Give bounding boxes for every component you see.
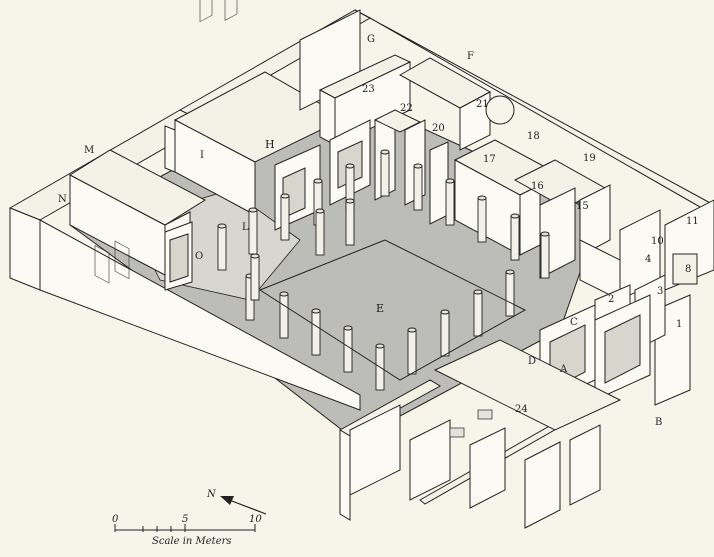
label-room-22: 22 xyxy=(400,103,413,114)
label-room-n: N xyxy=(58,194,67,205)
label-room-8: 8 xyxy=(685,264,691,275)
scale-tick-10: 10 xyxy=(249,514,262,525)
north-arrow: N xyxy=(206,489,267,515)
column xyxy=(540,231,550,279)
room-g-block xyxy=(299,9,412,206)
column xyxy=(413,163,423,211)
peristyle-columns xyxy=(217,149,550,391)
label-room-e: E xyxy=(376,302,384,315)
column xyxy=(375,343,385,391)
label-room-i: I xyxy=(200,150,204,161)
label-room-d: D xyxy=(528,356,536,367)
label-room-20: 20 xyxy=(432,123,445,134)
label-room-24: 24 xyxy=(515,404,528,415)
label-room-21: 21 xyxy=(476,99,489,110)
scale-caption: Scale in Meters xyxy=(152,536,232,547)
column xyxy=(407,327,417,375)
column xyxy=(445,178,455,226)
column xyxy=(345,198,355,246)
arrow-head-icon xyxy=(220,496,234,505)
label-room-15: 15 xyxy=(576,201,589,212)
label-room-11: 11 xyxy=(686,216,699,227)
column xyxy=(250,253,260,301)
scale-bar: 0 5 10 Scale in Meters xyxy=(112,514,262,547)
label-room-16: 16 xyxy=(531,181,544,192)
rooms-north xyxy=(373,57,515,225)
column xyxy=(279,291,289,339)
room-24-block xyxy=(349,339,622,529)
column xyxy=(313,178,323,226)
label-room-o: O xyxy=(195,251,203,262)
column xyxy=(440,309,450,357)
column xyxy=(315,208,325,256)
label-room-g: G xyxy=(367,34,375,45)
column xyxy=(280,193,290,241)
scale-tick-0: 0 xyxy=(112,514,119,525)
north-arrow-label: N xyxy=(206,489,217,500)
peristyle-courtyard xyxy=(258,239,527,381)
label-room-4: 4 xyxy=(645,254,651,265)
label-room-f: F xyxy=(467,51,474,62)
column xyxy=(477,195,487,243)
column xyxy=(343,325,353,373)
column xyxy=(311,308,321,356)
room-labels: A B C D E F G H I L M N O 1 2 3 4 8 10 1… xyxy=(58,34,699,428)
label-room-23: 23 xyxy=(362,84,375,95)
column xyxy=(248,207,258,255)
column xyxy=(510,213,520,261)
label-room-a: A xyxy=(559,364,568,375)
scale-tick-5: 5 xyxy=(182,514,188,525)
label-room-3: 3 xyxy=(657,286,663,297)
label-room-c: C xyxy=(570,317,578,328)
column xyxy=(380,149,390,197)
rooms-southeast xyxy=(579,199,714,406)
label-room-m: M xyxy=(84,145,94,156)
room-o-block xyxy=(164,221,193,291)
label-room-h: H xyxy=(265,138,275,151)
label-room-18: 18 xyxy=(527,131,540,142)
column xyxy=(505,269,515,317)
label-room-1: 1 xyxy=(676,319,682,330)
label-room-l: L xyxy=(242,222,249,233)
label-room-b: B xyxy=(655,417,662,428)
column xyxy=(473,289,483,337)
label-room-19: 19 xyxy=(583,153,596,164)
column xyxy=(217,223,227,271)
label-room-17: 17 xyxy=(483,154,496,165)
label-room-2: 2 xyxy=(608,294,614,305)
label-room-10: 10 xyxy=(651,236,664,247)
